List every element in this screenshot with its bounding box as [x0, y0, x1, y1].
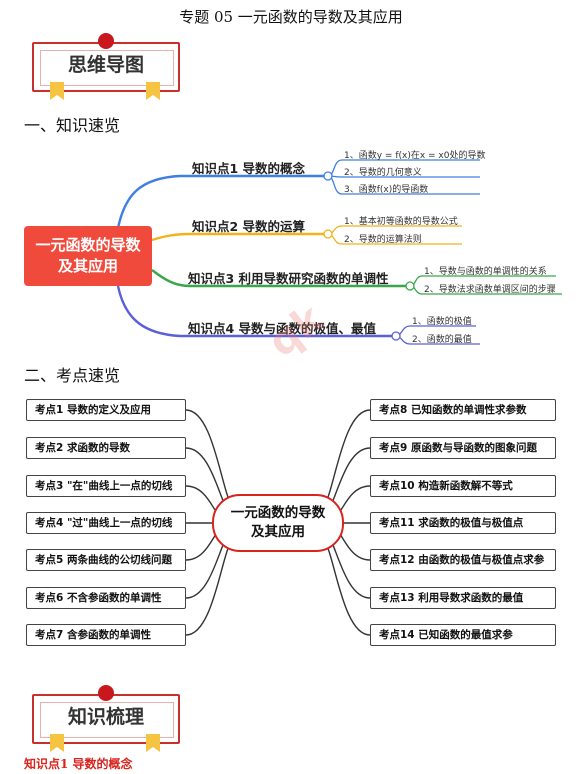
- exam-point: 考点8 已知函数的单调性求参数: [370, 399, 556, 421]
- ribbon-left-icon: [50, 82, 64, 100]
- kp1-item: 3、函数f(x)的导函数: [344, 185, 429, 195]
- knowledge-point-heading: 知识点1 导数的概念: [24, 757, 133, 771]
- mindmap-banner: 思维导图: [32, 33, 180, 100]
- ribbon-left-icon: [50, 734, 64, 752]
- ribbon-right-icon: [146, 82, 160, 100]
- kp2-title: 知识点2 导数的运算: [192, 219, 306, 234]
- exam-point: 考点13 利用导数求函数的最值: [370, 587, 556, 609]
- section-exam-points: 二、考点速览: [24, 366, 121, 385]
- kp3-item: 2、导数法求函数单调区间的步骤: [424, 285, 556, 295]
- exam-point: 考点5 两条曲线的公切线问题: [26, 549, 186, 571]
- exam-point: 考点10 构造新函数解不等式: [370, 475, 556, 497]
- exam-point: 考点6 不含参函数的单调性: [26, 587, 186, 609]
- exam-point: 考点7 含参函数的单调性: [26, 624, 186, 646]
- kp1-item: 1、函数y = f(x)在x = x0处的导数: [344, 151, 486, 161]
- section-knowledge-overview: 一、知识速览: [24, 116, 121, 135]
- document-title: 专题 05 一元函数的导数及其应用: [179, 8, 403, 26]
- kp4-title: 知识点4 导数与函数的极值、最值: [188, 321, 377, 336]
- kp3-title: 知识点3 利用导数研究函数的单调性: [188, 271, 389, 286]
- exam-point: 考点12 由函数的极值与极值点求参: [370, 549, 556, 571]
- kp1-item: 2、导数的几何意义: [344, 168, 422, 178]
- kp2-item: 1、基本初等函数的导数公式: [344, 217, 458, 227]
- pin-icon: [98, 33, 114, 49]
- exam-point: 考点2 求函数的导数: [26, 437, 186, 459]
- mindmap1-central-topic: 一元函数的导数及其应用: [24, 226, 152, 286]
- kp4-item: 2、函数的最值: [412, 335, 472, 345]
- banner-title: 思维导图: [67, 54, 144, 76]
- ribbon-right-icon: [146, 734, 160, 752]
- exam-point: 考点9 原函数与导函数的图象问题: [370, 437, 556, 459]
- knowledge-banner: 知识梳理: [32, 685, 180, 752]
- kp2-item: 2、导数的运算法则: [344, 235, 422, 245]
- kp3-item: 1、导数与函数的单调性的关系: [424, 267, 547, 277]
- kp1-title: 知识点1 导数的概念: [192, 161, 306, 176]
- mindmap2-central-topic: 一元函数的导数及其应用: [212, 494, 344, 552]
- kp4-item: 1、函数的极值: [412, 317, 472, 327]
- exam-point: 考点11 求函数的极值与极值点: [370, 512, 556, 534]
- exam-point: 考点3 "在"曲线上一点的切线: [26, 475, 186, 497]
- exam-point: 考点1 导数的定义及应用: [26, 399, 186, 421]
- exam-point: 考点14 已知函数的最值求参: [370, 624, 556, 646]
- exam-point: 考点4 "过"曲线上一点的切线: [26, 512, 186, 534]
- banner-title: 知识梳理: [67, 706, 144, 728]
- pin-icon: [98, 685, 114, 701]
- mindmap2-central-label: 一元函数的导数及其应用: [230, 505, 326, 540]
